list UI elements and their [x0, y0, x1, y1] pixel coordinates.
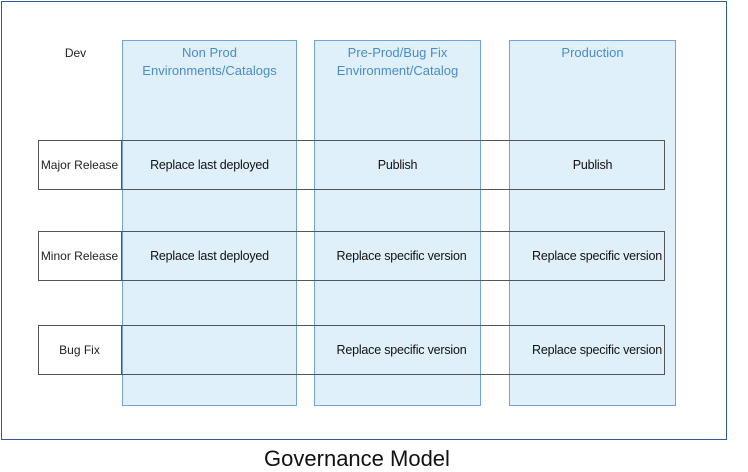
cell-major-pre-prod: Publish: [377, 158, 418, 172]
column-header-line1: Production: [561, 45, 624, 60]
column-header-production: Production: [509, 44, 676, 62]
column-header-line2: Environment/Catalog: [336, 63, 459, 78]
column-header-line1: Pre-Prod/Bug Fix: [347, 45, 448, 60]
dev-label: Dev: [64, 46, 87, 60]
column-header-pre-prod: Pre-Prod/Bug Fix Environment/Catalog: [314, 44, 481, 80]
cell-minor-production: Replace specific version: [532, 249, 662, 263]
row-minor-release: [38, 231, 665, 281]
row-label-major-release: Major Release: [38, 140, 122, 190]
diagram-caption: Governance Model: [264, 446, 450, 471]
cell-major-non-prod: Replace last deployed: [150, 158, 269, 172]
cell-bugfix-non-prod: [122, 325, 297, 375]
diagram-frame: [1, 1, 727, 440]
cell-major-production: Publish: [572, 158, 613, 172]
column-header-line1: Non Prod: [182, 45, 237, 60]
row-bug-fix: [38, 325, 665, 375]
row-major-release: [38, 140, 665, 190]
cell-minor-pre-prod: Replace specific version: [336, 249, 467, 263]
column-non-prod: [122, 40, 297, 406]
cell-bugfix-production: Replace specific version: [532, 343, 662, 357]
cell-minor-non-prod: Replace last deployed: [150, 249, 269, 263]
column-production: [509, 40, 676, 406]
column-pre-prod: [314, 40, 481, 406]
row-label-minor-release: Minor Release: [38, 231, 122, 281]
cell-bugfix-pre-prod: Replace specific version: [336, 343, 467, 357]
column-header-non-prod: Non Prod Environments/Catalogs: [122, 44, 297, 80]
row-label-bug-fix: Bug Fix: [38, 325, 122, 375]
column-header-line2: Environments/Catalogs: [142, 63, 277, 78]
